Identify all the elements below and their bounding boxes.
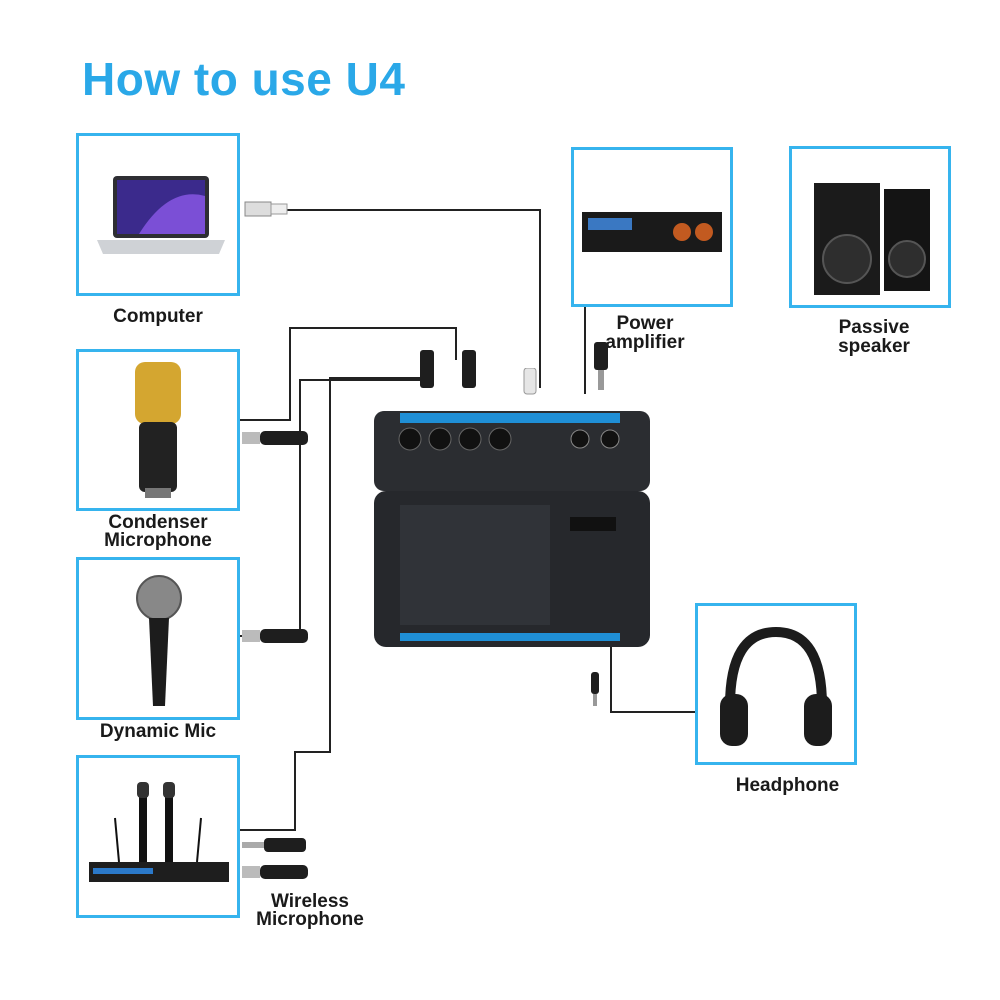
power-amplifier-label-line2: amplifier (605, 332, 685, 353)
xlr-plug-icon (242, 629, 308, 643)
passive-speaker-label-line1: Passive (838, 317, 910, 338)
wireless-mic-label-line2: Microphone (256, 909, 364, 930)
wireless-receiver-icon (89, 782, 229, 882)
jack-plug-icon (594, 342, 608, 390)
usb-cable (286, 209, 541, 388)
usb-c-plug-icon (523, 368, 537, 395)
computer-label: Computer (113, 306, 203, 327)
condenser-mic-label-line2: Microphone (104, 530, 212, 551)
computer-box (76, 133, 240, 296)
amplifier-icon (582, 212, 722, 252)
usb-plug-icon (244, 201, 288, 217)
passive-speaker-label-line2: speaker (838, 336, 910, 357)
power-amplifier-box (571, 147, 733, 307)
wireless-mic-label: Wireless Microphone (240, 891, 380, 930)
headphone-label: Headphone (735, 775, 840, 796)
power-amplifier-label-line1: Power (616, 313, 674, 334)
speaker-icon (814, 183, 930, 295)
page-title: How to use U4 (82, 53, 406, 105)
headphone-cable (610, 620, 695, 713)
headphone-box (695, 603, 857, 765)
passive-speaker-box (789, 146, 951, 308)
jack-and-xlr-plugs-icon (242, 838, 308, 879)
wireless-mic-box (76, 755, 240, 918)
passive-speaker-label: Passive speaker (789, 318, 959, 356)
condenser-mic-label-line1: Condenser (108, 512, 208, 533)
xlr-input-plugs-icon (420, 350, 476, 388)
headphone-icon (720, 626, 832, 746)
power-amplifier-label: Power amplifier (585, 314, 705, 352)
condenser-mic-box (76, 349, 240, 511)
condenser-cable (240, 327, 457, 421)
laptop-icon (97, 176, 225, 254)
condenser-microphone-icon (135, 362, 181, 498)
headphone-jack-icon (591, 672, 599, 706)
u4-mixer-icon (374, 411, 650, 647)
wireless-cable (240, 377, 420, 831)
xlr-plug-icon (242, 431, 308, 445)
wireless-mic-label-line1: Wireless (271, 891, 349, 912)
dynamic-mic-label: Dynamic Mic (99, 721, 217, 742)
dynamic-mic-box (76, 557, 240, 720)
dynamic-microphone-icon (136, 575, 182, 706)
condenser-mic-label: Condenser Microphone (76, 512, 240, 551)
